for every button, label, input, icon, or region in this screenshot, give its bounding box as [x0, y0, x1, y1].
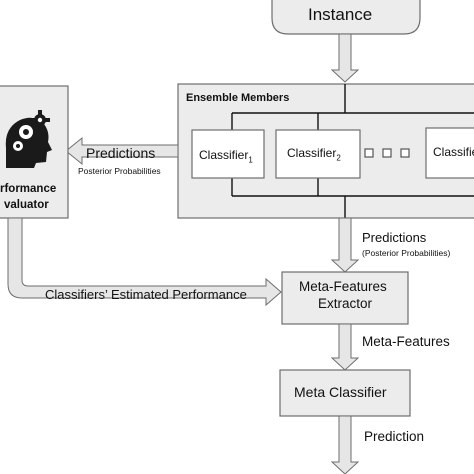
- arrow-instance-to-ensemble: [330, 33, 360, 83]
- prediction-label: Prediction: [364, 429, 425, 444]
- meta-classifier-label: Meta Classifier: [294, 384, 387, 400]
- arrow-predictions-to-extractor: [330, 217, 360, 273]
- instance-label: Instance: [308, 5, 373, 24]
- evaluator-line1: rformance: [0, 183, 57, 195]
- posterior-left-label: Posterior Probabilities: [78, 166, 161, 176]
- posterior-down-label: (Posterior Probabilities): [362, 248, 451, 258]
- meta-features-label: Meta-Features: [362, 334, 450, 349]
- predictions-left-label: Predictions: [86, 145, 156, 161]
- predictions-down-label: Predictions: [362, 230, 427, 245]
- classifier-subscript-1: 1: [248, 155, 253, 165]
- classifier-label-1: Classifier1: [199, 148, 253, 164]
- classifier-box-2: [275, 129, 361, 179]
- ensemble-wiring: [231, 84, 474, 218]
- extractor-line1: Meta-Features: [299, 279, 387, 294]
- gears-head-icon: [5, 110, 52, 168]
- classifier-box-1: [191, 129, 265, 179]
- classifier-name-1: Classifier: [199, 148, 249, 162]
- classifier-name-2: Classifier: [287, 146, 337, 160]
- meta-classifier-box: [279, 369, 411, 417]
- arrow-predictions-to-evaluator: [65, 136, 179, 166]
- classifier-subscript-2: 2: [336, 153, 341, 163]
- estimated-performance-label: Classifiers’ Estimated Performance: [45, 287, 247, 302]
- arrow-estimated-performance: [7, 217, 282, 307]
- meta-features-extractor-box: [281, 271, 409, 325]
- evaluator-line2: valuator: [4, 199, 49, 211]
- classifier-label-2: Classifier2: [287, 146, 341, 162]
- arrow-meta-features: [330, 323, 360, 371]
- ensemble-members-title: Ensemble Members: [186, 92, 290, 104]
- classifier-box-n: [425, 127, 474, 179]
- arrow-prediction-output: [330, 415, 360, 474]
- classifier-label-n: Classifie: [433, 145, 474, 159]
- ellipsis-squares: [364, 148, 410, 158]
- extractor-line2: Extractor: [318, 296, 373, 311]
